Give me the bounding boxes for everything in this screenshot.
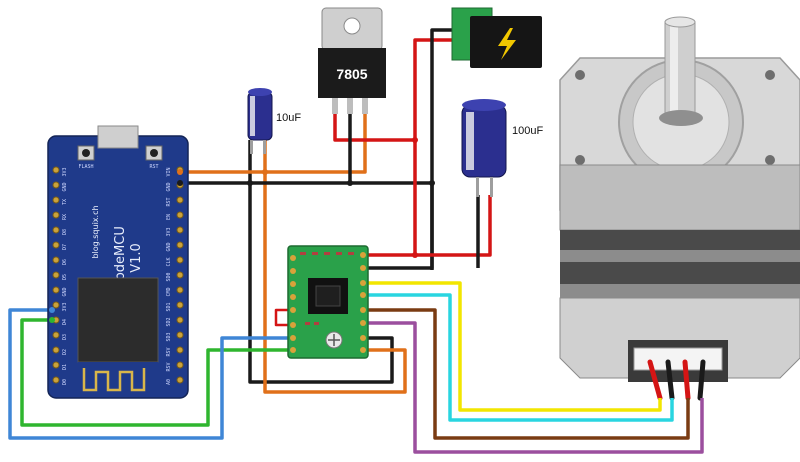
black-wire-jack (365, 28, 452, 270)
red-wire-cap (415, 195, 492, 257)
nodemcu-pin-left-14 (52, 376, 60, 384)
power-jack (451, 7, 542, 68)
nodemcu-pin-label-right-4: 3V3 (166, 227, 172, 236)
junctions (247, 137, 435, 258)
nodemcu-pin-label-left-12: D2 (62, 349, 68, 355)
nodemcu-pin-left-9 (52, 301, 60, 309)
nodemcu-site: blog.squix.ch (91, 205, 100, 258)
nodemcu-pin-label-right-2: RST (166, 197, 172, 206)
nodemcu-pin-right-2 (176, 196, 184, 204)
capacitor-100uf: 100uF (461, 99, 543, 197)
nodemcu-pin-label-right-0: VIN (166, 167, 172, 176)
flash-button-label: FLASH (78, 164, 93, 170)
rst-button-label: RST (149, 164, 158, 170)
nodemcu-pin-label-left-10: D4 (62, 319, 68, 325)
nodemcu-pin-label-left-3: RX (62, 214, 68, 220)
nodemcu-pin-label-left-5: D7 (62, 244, 68, 250)
nodemcu-pin-label-left-1: GND (62, 182, 68, 191)
nodemcu-pin-label-left-2: TX (62, 199, 68, 205)
motor-wires (365, 281, 704, 454)
nodemcu-pin-left-7 (52, 271, 60, 279)
nodemcu-pin-right-5 (176, 241, 184, 249)
nodemcu-pin-right-10 (176, 316, 184, 324)
nodemcu-board: FLASH RST NodeMCU V1.0 blog.squix.ch 3V3… (47, 125, 189, 399)
nodemcu-pin-label-left-4: D8 (62, 229, 68, 235)
nodemcu-pin-left-6 (52, 256, 60, 264)
stepper-motor (559, 16, 800, 382)
nodemcu-pin-label-right-13: RSV (166, 362, 172, 371)
yellow-wire (365, 281, 662, 412)
regulator-label: 7805 (336, 66, 367, 82)
brown-wire (365, 308, 690, 440)
nodemcu-pin-right-4 (176, 226, 184, 234)
signal-wires (8, 112, 434, 440)
nodemcu-pin-label-right-10: SD2 (166, 317, 172, 326)
nodemcu-pin-left-12 (52, 346, 60, 354)
nodemcu-pin-left-0 (52, 166, 60, 174)
nodemcu-pin-label-right-9: SD1 (166, 302, 172, 311)
nodemcu-pin-label-right-3: EN (166, 214, 172, 220)
red-wire-reset (274, 308, 292, 327)
nodemcu-pin-right-14 (176, 376, 184, 384)
nodemcu-pin-label-right-12: RSV (166, 347, 172, 356)
orange-wire-vdd (263, 140, 407, 394)
black-wire-driver-gnd (248, 140, 394, 384)
nodemcu-pin-label-left-6: D6 (62, 259, 68, 265)
orange-wire-vin (180, 112, 367, 174)
capacitor-10uf-label: 10uF (276, 112, 301, 124)
nodemcu-pin-left-8 (52, 286, 60, 294)
nodemcu-pin-label-right-14: A0 (166, 379, 172, 385)
nodemcu-version: V1.0 (129, 243, 144, 273)
nodemcu-pin-left-1 (52, 181, 60, 189)
nodemcu-pin-right-6 (176, 256, 184, 264)
nodemcu-pin-label-left-7: D5 (62, 274, 68, 280)
purple-wire (365, 321, 704, 454)
cyan-wire (365, 293, 674, 422)
nodemcu-pin-label-right-5: GND (166, 242, 172, 251)
nodemcu-pin-label-left-14: D0 (62, 379, 68, 385)
blue-wire-dir (8, 308, 292, 440)
nodemcu-pin-label-right-7: SD0 (166, 272, 172, 281)
nodemcu-pin-label-left-9: 3V3 (62, 302, 68, 311)
nodemcu-pin-label-right-11: SD3 (166, 332, 172, 341)
wire-endpoints (49, 169, 183, 323)
nodemcu-pin-left-5 (52, 241, 60, 249)
power-wires (274, 28, 492, 327)
nodemcu-pin-label-left-0: 3V3 (62, 167, 68, 176)
capacitor-10uf: 10uF (247, 88, 301, 154)
nodemcu-pin-label-left-8: GND (62, 287, 68, 296)
nodemcu-pin-left-2 (52, 196, 60, 204)
nodemcu-pin-right-7 (176, 271, 184, 279)
voltage-regulator-7805: 7805 (318, 7, 386, 114)
stepper-driver (287, 245, 369, 359)
nodemcu-pin-label-left-11: D3 (62, 334, 68, 340)
red-wire-reg-in (333, 112, 415, 142)
nodemcu-pin-right-12 (176, 346, 184, 354)
nodemcu-right-pins: VINGNDRSTEN3V3GNDCLKSD0CMDSD1SD2SD3RSVRS… (166, 166, 184, 385)
nodemcu-pin-label-right-8: CMD (166, 287, 172, 296)
nodemcu-pin-left-11 (52, 331, 60, 339)
nodemcu-pin-right-8 (176, 286, 184, 294)
capacitor-100uf-label: 100uF (512, 125, 543, 137)
nodemcu-pin-right-11 (176, 331, 184, 339)
nodemcu-pin-label-left-13: D1 (62, 364, 68, 370)
lightning-bolt-icon (498, 28, 516, 60)
nodemcu-pin-left-3 (52, 211, 60, 219)
nodemcu-pin-right-9 (176, 301, 184, 309)
motor-leads (647, 359, 706, 401)
nodemcu-pin-left-13 (52, 361, 60, 369)
nodemcu-pin-right-3 (176, 211, 184, 219)
nodemcu-pin-label-right-1: GND (166, 182, 172, 191)
nodemcu-name: NodeMCU (113, 226, 128, 290)
nodemcu-pin-right-13 (176, 361, 184, 369)
nodemcu-pin-label-right-6: CLK (166, 257, 172, 266)
nodemcu-pin-left-4 (52, 226, 60, 234)
